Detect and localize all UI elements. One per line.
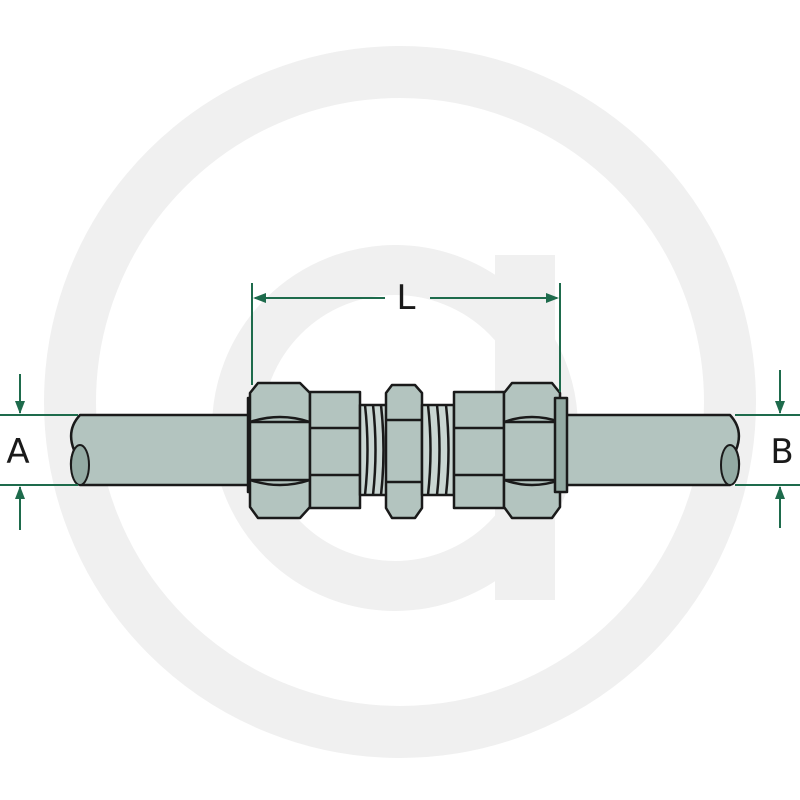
right-pipe [543,413,741,487]
left-pipe [69,413,262,487]
left-body-hex [308,390,362,510]
length-label: L [397,278,416,318]
right-thread [420,403,456,497]
left-pipe-end [70,444,90,486]
outlet-diameter-dimension: B [735,370,800,528]
length-dimension: L [251,278,561,392]
inlet-diameter-label: A [6,432,29,472]
right-pipe-end [720,444,740,486]
right-hex-nut [502,381,569,520]
inlet-diameter-dimension: A [0,374,78,530]
outlet-diameter-label: B [770,432,793,472]
left-hex-nut [246,381,312,520]
right-body-hex [452,390,506,510]
center-hex-nut [384,383,424,520]
